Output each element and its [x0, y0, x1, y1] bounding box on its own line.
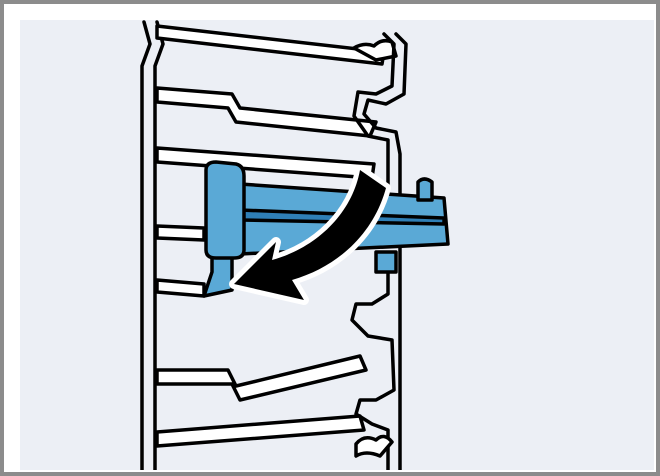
rail-clip-bottom — [354, 434, 394, 458]
rail-rung-7 — [155, 414, 366, 448]
rail-right-wire — [362, 32, 408, 470]
runner-rear-tab — [374, 250, 398, 274]
oven-rail-illustration — [20, 20, 654, 470]
runner-end-stop — [416, 177, 434, 202]
direction-arrow — [229, 165, 391, 305]
rail-right-wire-inner — [352, 32, 396, 196]
rail-right-wire-lower — [350, 252, 396, 470]
illustration-panel — [20, 20, 654, 470]
rail-left-wire — [140, 20, 152, 470]
direction-arrow-body — [234, 170, 386, 300]
rail-rung-top — [155, 24, 386, 66]
runner-front-cap — [204, 160, 246, 260]
rail-rung-5 — [155, 278, 206, 298]
rail-rung-6 — [155, 354, 368, 402]
rail-rung-4 — [155, 224, 206, 242]
